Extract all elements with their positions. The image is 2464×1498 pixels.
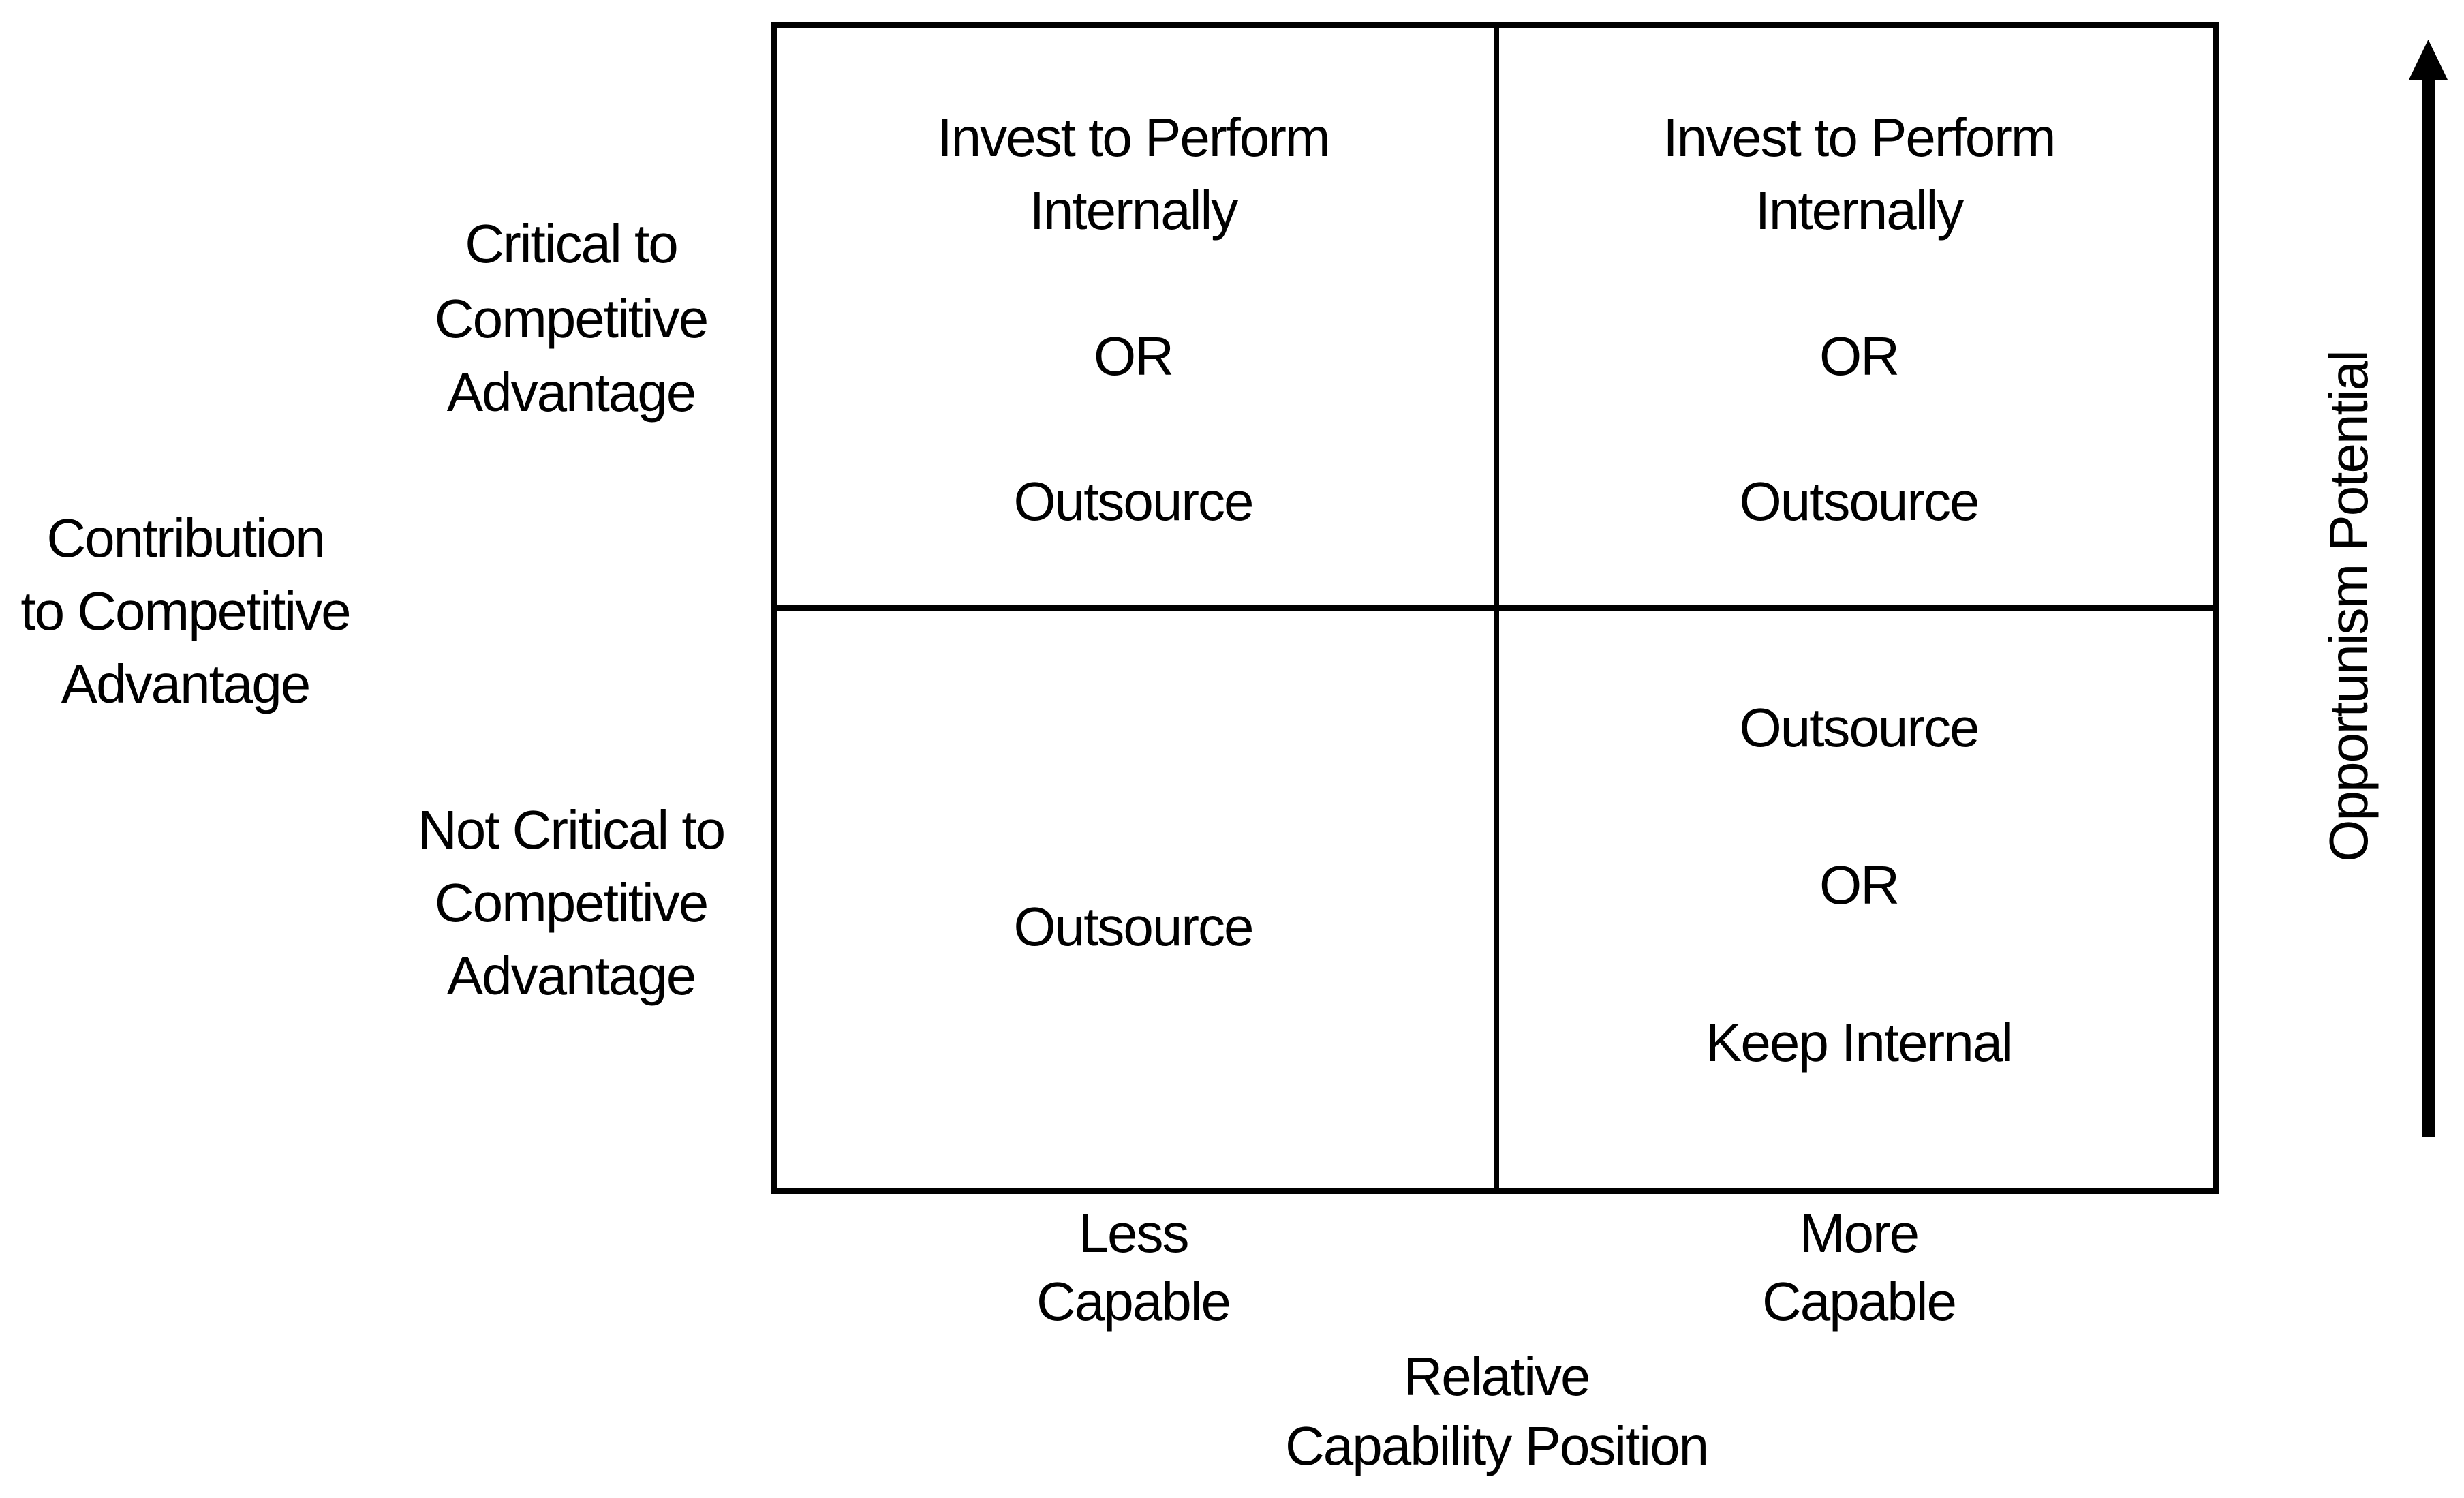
x-axis-title-line-2: Capability Position — [1284, 1416, 1709, 1476]
up-arrow-icon — [2409, 40, 2448, 1137]
column-label-less-line-2: Capable — [1036, 1271, 1231, 1332]
row-label-critical-line-3: Advantage — [446, 362, 697, 423]
row-label-critical-line-1: Critical to — [465, 213, 678, 274]
column-label-less-line-1: Less — [1078, 1203, 1190, 1264]
quadrant-bottom-right-line-2: OR — [1819, 855, 1900, 915]
quadrant-bottom-right-line-3: Keep Internal — [1706, 1012, 2014, 1073]
y-axis-title-line-1: Contribution — [46, 508, 325, 568]
quadrant-bottom-left-line-1: Outsource — [1013, 896, 1254, 957]
quadrant-top-left-line-1: Invest to Perform — [937, 107, 1330, 168]
row-label-not-critical-line-1: Not Critical to — [417, 799, 726, 860]
quadrant-top-right-line-3: OR — [1819, 326, 1900, 386]
matrix-horizontal-divider — [771, 605, 2219, 611]
quadrant-top-right-line-4: Outsource — [1739, 471, 1980, 532]
quadrant-top-left-line-4: Outsource — [1013, 471, 1254, 532]
quadrant-top-right-line-2: Internally — [1755, 180, 1965, 241]
column-label-more-line-2: Capable — [1761, 1271, 1957, 1332]
row-label-critical-line-2: Competitive — [434, 288, 709, 349]
y-axis-title-line-2: to Competitive — [20, 581, 351, 641]
quadrant-bottom-right-line-1: Outsource — [1739, 697, 1980, 758]
quadrant-top-right-line-1: Invest to Perform — [1663, 107, 2056, 168]
row-label-not-critical-line-2: Competitive — [434, 872, 709, 933]
quadrant-top-left-line-3: OR — [1094, 326, 1174, 386]
row-label-not-critical-line-3: Advantage — [446, 945, 697, 1006]
right-axis-label: Opportunism Potential — [2318, 351, 2379, 862]
column-label-more-line-1: More — [1799, 1203, 1920, 1264]
quadrant-top-left-line-2: Internally — [1029, 180, 1239, 241]
y-axis-title-line-3: Advantage — [61, 654, 311, 714]
x-axis-title-line-1: Relative — [1403, 1346, 1590, 1407]
